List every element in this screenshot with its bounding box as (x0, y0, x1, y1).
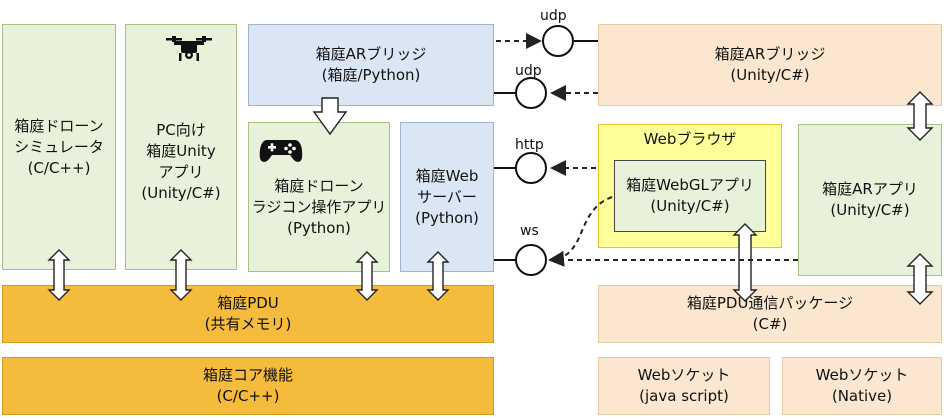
pdu-comm-line-2: (C#) (752, 315, 788, 333)
pc-unity-line-2: 箱庭Unity (146, 142, 216, 160)
web-server-line-3: (Python) (415, 208, 479, 227)
udp-mid-label: udp (515, 63, 542, 79)
pc-unity-app-box: PC向け 箱庭Unity アプリ (Unity/C#) (125, 24, 237, 270)
drone-simulator-line-2: シミュレータ (14, 137, 104, 156)
core-line-2: (C/C++) (216, 387, 280, 405)
ar-bridge-python-line-1: 箱庭ARブリッジ (315, 45, 427, 63)
udp-top-label: udp (540, 8, 567, 24)
ws-label: ws (520, 223, 539, 239)
drone-simulator-line-3: (C/C++) (27, 158, 91, 177)
pdu-line-1: 箱庭PDU (217, 294, 279, 312)
drone-icon (166, 36, 212, 61)
http-label: http (515, 137, 544, 153)
websocket-js-line-1: Webソケット (637, 366, 731, 384)
ar-app-line-1: 箱庭ARアプリ (822, 180, 918, 198)
ar-bridge-unity-box: 箱庭ARブリッジ (Unity/C#) (598, 24, 942, 106)
websocket-native-line-2: (Native) (831, 387, 893, 405)
ws-circle (515, 244, 547, 276)
pdu-box: 箱庭PDU (共有メモリ) (2, 285, 494, 343)
webgl-app-line-1: 箱庭WebGLアプリ (626, 176, 754, 194)
websocket-native-line-1: Webソケット (815, 366, 909, 384)
ar-bridge-unity-line-2: (Unity/C#) (730, 66, 810, 84)
ar-app-box: 箱庭ARアプリ (Unity/C#) (798, 124, 942, 276)
websocket-js-line-2: (java script) (639, 387, 729, 405)
pdu-line-2: (共有メモリ) (204, 315, 292, 333)
web-server-line-2: サーバー (417, 187, 477, 206)
pc-unity-line-4: (Unity/C#) (141, 184, 221, 202)
gamepad-icon (259, 140, 303, 162)
drone-simulator-box: 箱庭ドローン シミュレータ (C/C++) (2, 24, 116, 270)
webgl-app-box: 箱庭WebGLアプリ (Unity/C#) (614, 160, 766, 232)
udp-mid-circle (515, 77, 547, 109)
udp-top-circle (542, 25, 574, 57)
pdu-comm-package-box: 箱庭PDU通信パッケージ (C#) (598, 285, 942, 343)
ar-bridge-python-box: 箱庭ARブリッジ (箱庭/Python) (248, 24, 494, 106)
ar-bridge-python-line-2: (箱庭/Python) (321, 66, 421, 84)
radio-app-line-3: (Python) (287, 218, 351, 237)
http-circle (515, 152, 547, 184)
core-line-1: 箱庭コア機能 (202, 366, 293, 384)
radio-app-line-1: 箱庭ドローン (274, 176, 364, 195)
pdu-comm-line-1: 箱庭PDU通信パッケージ (686, 294, 854, 312)
pc-unity-line-3: アプリ (158, 163, 204, 181)
websocket-js-box: Webソケット (java script) (598, 357, 770, 415)
websocket-native-box: Webソケット (Native) (782, 357, 942, 415)
ar-bridge-unity-line-1: 箱庭ARブリッジ (714, 45, 826, 63)
ar-app-line-2: (Unity/C#) (830, 201, 910, 219)
drone-simulator-line-1: 箱庭ドローン (14, 116, 104, 135)
core-box: 箱庭コア機能 (C/C++) (2, 357, 494, 415)
web-server-line-1: 箱庭Web (415, 166, 479, 185)
webgl-app-line-2: (Unity/C#) (650, 197, 730, 215)
web-browser-label: Webブラウザ (643, 130, 737, 148)
radio-app-line-2: ラジコン操作アプリ (251, 197, 387, 216)
pc-unity-line-1: PC向け (156, 121, 206, 139)
web-server-box: 箱庭Web サーバー (Python) (400, 122, 494, 272)
